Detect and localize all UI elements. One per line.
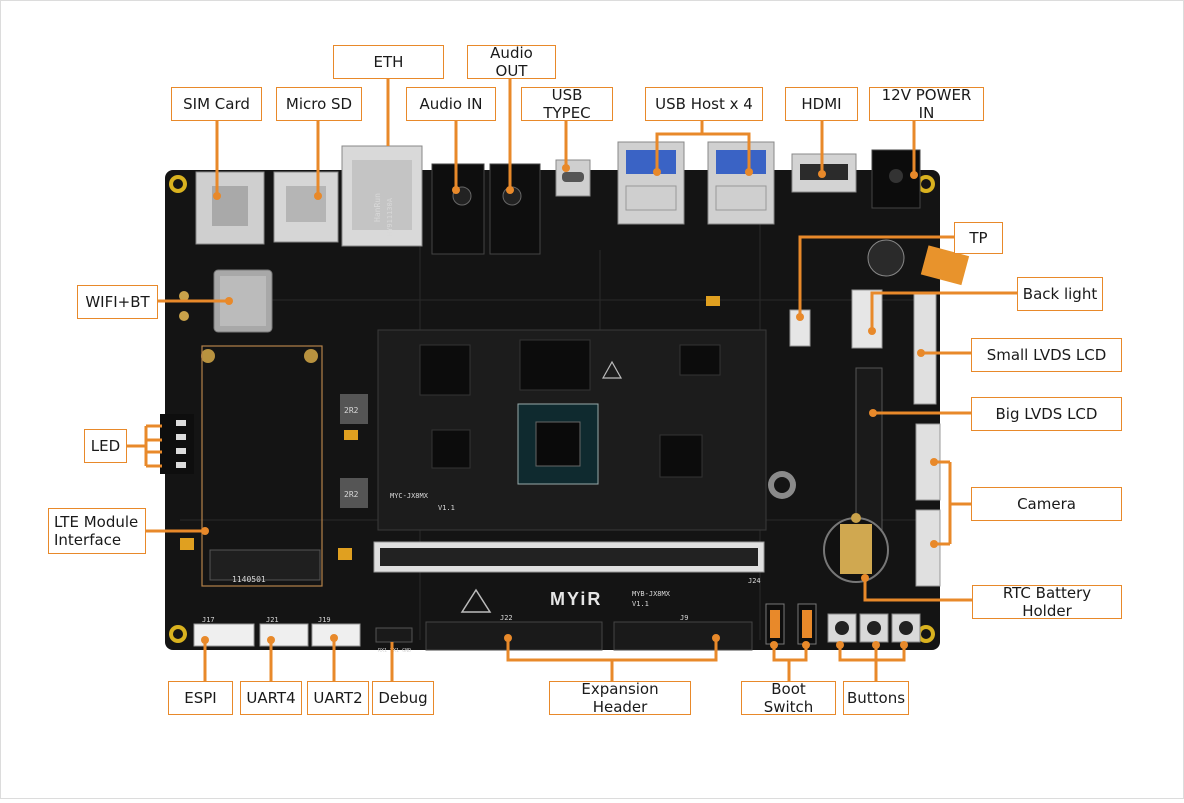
- som-module: MYC-JX8MX V1.1: [377, 329, 767, 531]
- esd-warning-icon: [460, 588, 492, 613]
- inductor-2: [340, 478, 368, 508]
- label-tp: TP: [954, 222, 1003, 254]
- lte-module-outline: [201, 345, 323, 587]
- label-boot-switch: Boot Switch: [741, 680, 836, 716]
- electrolytic-capacitor: [867, 239, 905, 277]
- label-audio-in: Audio IN: [406, 87, 496, 121]
- inductor-1: [340, 394, 368, 424]
- board-model-silk: MYB-JX8MX: [632, 590, 671, 598]
- annotation-lines: [127, 79, 1017, 681]
- label-led: LED: [84, 429, 127, 463]
- eth-vendor-silk: HanRun: [373, 193, 382, 222]
- antenna-connector-1: [179, 291, 189, 301]
- antenna-connector-2: [179, 311, 189, 321]
- label-expansion-header: Expansion Header: [549, 680, 691, 716]
- led-indicators: [160, 414, 194, 474]
- label-debug: Debug: [372, 681, 434, 715]
- label-wifi-bt: WIFI+BT: [77, 285, 158, 319]
- micro-sd-slot: [273, 171, 339, 243]
- label-back-light: Back light: [1017, 277, 1103, 311]
- boot-switches: [765, 603, 817, 645]
- label-eth: ETH: [333, 45, 444, 79]
- label-camera: Camera: [971, 487, 1122, 521]
- tantalum-capacitor-3: [338, 548, 352, 560]
- header-j19-silk: J19: [318, 616, 331, 624]
- label-lte-module: LTE Module Interface: [48, 508, 146, 554]
- header-j17-silk: J17: [202, 616, 215, 624]
- power-jack: [871, 149, 921, 209]
- lte-part-silk: 1140501: [232, 575, 266, 584]
- som-model-silk: MYC-JX8MX: [390, 492, 429, 500]
- label-rtc-battery: RTC Battery Holder: [972, 584, 1122, 620]
- tantalum-capacitor-2: [180, 538, 194, 550]
- expansion-headers: J22 J9: [425, 614, 753, 651]
- usb-host-ports: [617, 141, 775, 225]
- som-connector: J24: [373, 541, 765, 585]
- label-uart4: UART4: [240, 681, 302, 715]
- push-buttons: [827, 613, 921, 643]
- debug-pins-silk: RX1 TX1 GND: [378, 648, 411, 654]
- rtc-battery-holder: [823, 513, 889, 583]
- label-espi: ESPI: [168, 681, 233, 715]
- inductor-2-silk: 2R2: [344, 490, 359, 499]
- label-uart2: UART2: [307, 681, 369, 715]
- label-hdmi: HDMI: [785, 87, 858, 121]
- eth-jack: HanRun HY911130A: [341, 145, 423, 247]
- brand-logo: MYiR: [550, 589, 602, 609]
- label-buttons: Buttons: [843, 681, 909, 715]
- label-power-in: 12V POWER IN: [869, 86, 984, 122]
- connector-j24-silk: J24: [748, 577, 761, 585]
- eth-part-silk: HY911130A: [386, 197, 394, 236]
- audio-jacks: [431, 163, 541, 255]
- som-version-silk: V1.1: [438, 504, 455, 512]
- flex-tab: [920, 245, 970, 286]
- header-j9-silk: J9: [680, 614, 688, 622]
- sim-card-slot: [195, 171, 265, 245]
- header-j21-silk: J21: [266, 616, 279, 624]
- label-usb-typec: USB TYPEC: [521, 86, 613, 122]
- board-version-silk: V1.1: [632, 600, 649, 608]
- esd-warning-icon-small: [601, 360, 623, 379]
- inductor-1-silk: 2R2: [344, 406, 359, 415]
- usb-typec-port: [555, 159, 591, 197]
- bottom-connectors: J17 J21 J19 RX1 TX1 GND: [193, 616, 413, 654]
- label-audio-out: Audio OUT: [467, 44, 556, 80]
- label-sim-card: SIM Card: [171, 87, 262, 121]
- label-small-lvds: Small LVDS LCD: [971, 338, 1122, 372]
- tantalum-capacitor-4: [706, 296, 720, 306]
- label-big-lvds: Big LVDS LCD: [971, 397, 1122, 431]
- tantalum-capacitor-1: [344, 430, 358, 440]
- label-usb-host: USB Host x 4: [645, 87, 763, 121]
- label-micro-sd: Micro SD: [276, 87, 362, 121]
- lte-module-socket: [209, 549, 321, 581]
- header-j22-silk: J22: [500, 614, 513, 622]
